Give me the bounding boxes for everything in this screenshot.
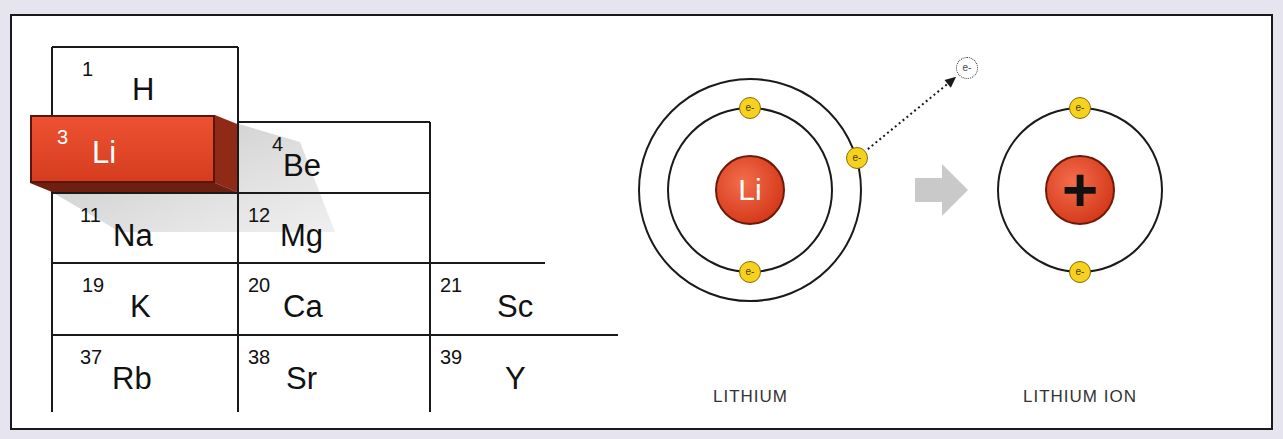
highlighted-element-cell: 3Li <box>30 115 215 183</box>
atomic-number: 21 <box>440 275 462 295</box>
element-cell: 11Na <box>52 193 238 263</box>
nucleus-label: + <box>1062 159 1098 221</box>
element-symbol: Mg <box>280 220 323 251</box>
atomic-number: 19 <box>82 275 104 295</box>
arrowhead <box>944 77 956 88</box>
orbit <box>998 108 1162 272</box>
atomic-number: 12 <box>248 205 270 225</box>
electron-label: e- <box>1076 267 1085 277</box>
atomic-number: 4 <box>272 134 283 154</box>
nucleus-label: Li <box>738 175 761 205</box>
orbit <box>639 79 861 301</box>
atomic-number: 37 <box>80 347 102 367</box>
cell-bottom <box>30 183 237 192</box>
element-symbol: Na <box>113 220 153 251</box>
electron: e- <box>1069 261 1091 283</box>
electron-label: e- <box>746 267 755 277</box>
element-symbol: Rb <box>112 363 152 394</box>
element-symbol: Ca <box>283 291 323 322</box>
nucleus: Li <box>715 155 785 225</box>
ejected-electron: e- <box>956 57 978 79</box>
element-cell: 20Ca <box>238 263 430 335</box>
atomic-number: 39 <box>440 347 462 367</box>
element-cell: 19K <box>52 263 238 335</box>
ejection-arrow <box>868 83 949 150</box>
atomic-number: 38 <box>248 347 270 367</box>
element-symbol: Sr <box>286 363 317 394</box>
orbit <box>668 108 832 272</box>
electron: e- <box>739 97 761 119</box>
electron: e- <box>1069 97 1091 119</box>
caption-label: LITHIUM <box>713 388 788 405</box>
electron: e- <box>739 261 761 283</box>
atomic-number: 11 <box>80 205 101 225</box>
electron-label: e- <box>746 103 755 113</box>
electron-label: e- <box>1076 103 1085 113</box>
cell-side <box>215 115 237 192</box>
element-cell: 38Sr <box>238 335 430 407</box>
electron: e- <box>846 147 868 169</box>
element-symbol: Y <box>505 363 526 394</box>
element-cell: 1H <box>52 47 238 117</box>
element-symbol: K <box>130 291 151 322</box>
atomic-number: 3 <box>57 127 68 147</box>
element-cell: 12Mg <box>238 193 430 263</box>
atomic-number: 1 <box>82 59 93 79</box>
element-symbol: Li <box>92 137 116 168</box>
transition-arrow <box>915 164 968 216</box>
element-cell: 39Y <box>430 335 620 407</box>
element-cell: 37Rb <box>52 335 238 407</box>
electron-label: e- <box>963 63 972 73</box>
element-symbol: H <box>132 74 154 105</box>
caption-label: LITHIUM ION <box>1023 388 1137 405</box>
element-symbol: Be <box>283 150 321 181</box>
nucleus: + <box>1045 155 1115 225</box>
atomic-number: 20 <box>248 275 270 295</box>
table-grid <box>52 47 618 412</box>
element-symbol: Sc <box>497 291 533 322</box>
element-cell: 21Sc <box>430 263 620 335</box>
electron-label: e- <box>853 153 862 163</box>
element-cell: 4Be <box>238 122 430 193</box>
